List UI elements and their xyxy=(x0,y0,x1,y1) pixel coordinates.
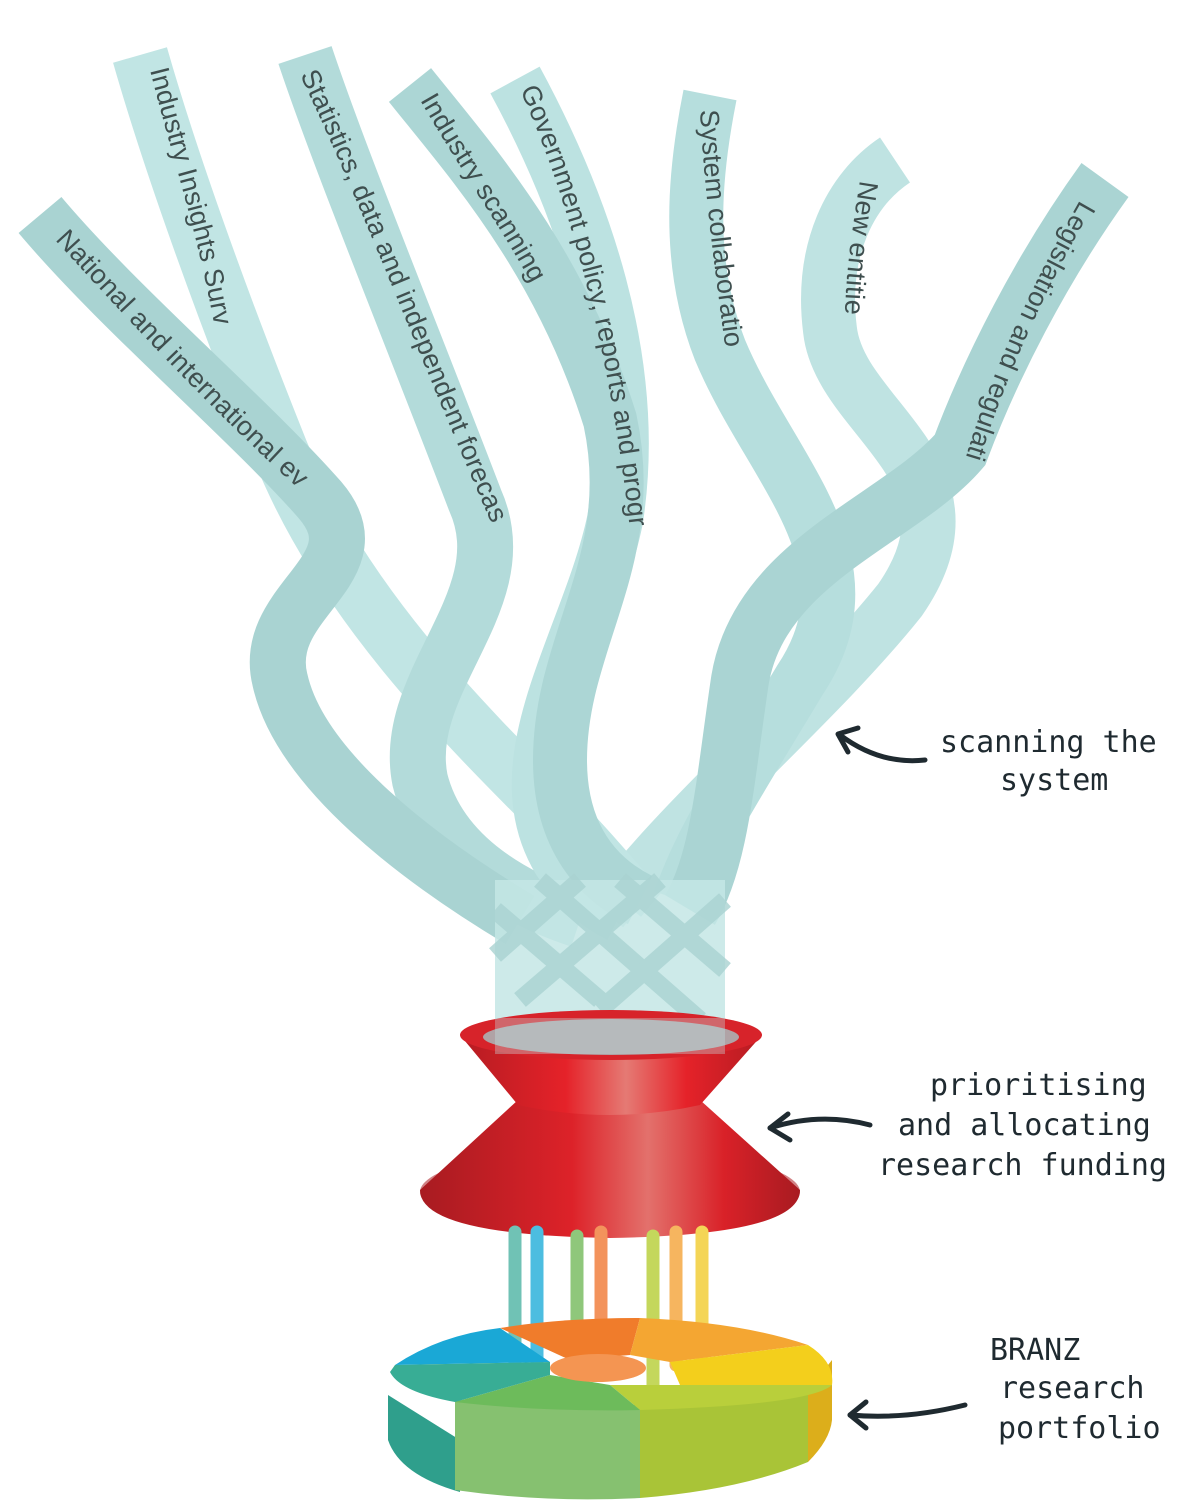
annotation-prioritising-line3: research funding xyxy=(878,1148,1167,1183)
pie-center xyxy=(550,1354,646,1382)
annotation-scanning-line2: system xyxy=(1000,763,1108,798)
pie-wall-front-green xyxy=(455,1400,640,1499)
annotation-prioritising-line1: prioritising xyxy=(930,1068,1147,1103)
annotation-portfolio-line2: research xyxy=(1000,1371,1145,1406)
annotation-prioritising: prioritising and allocating research fun… xyxy=(770,1068,1167,1183)
annotation-prioritising-line2: and allocating xyxy=(898,1108,1151,1143)
annotation-portfolio-line3: portfolio xyxy=(998,1411,1161,1446)
arrow-portfolio xyxy=(850,1405,965,1416)
funnel-mouth-weave xyxy=(495,1018,725,1054)
pie-wall-left xyxy=(388,1395,460,1492)
arrow-scanning xyxy=(840,735,925,761)
arrow-prioritising xyxy=(770,1119,870,1128)
annotation-portfolio-line1: BRANZ xyxy=(990,1333,1080,1368)
funnel xyxy=(420,1010,800,1238)
annotation-scanning-line1: scanning the xyxy=(940,725,1157,760)
funnel-base-rim xyxy=(420,1148,800,1236)
portfolio-pie xyxy=(388,1318,832,1499)
annotation-portfolio: BRANZ research portfolio xyxy=(850,1333,1161,1446)
annotation-scanning: scanning the system xyxy=(838,725,1157,798)
